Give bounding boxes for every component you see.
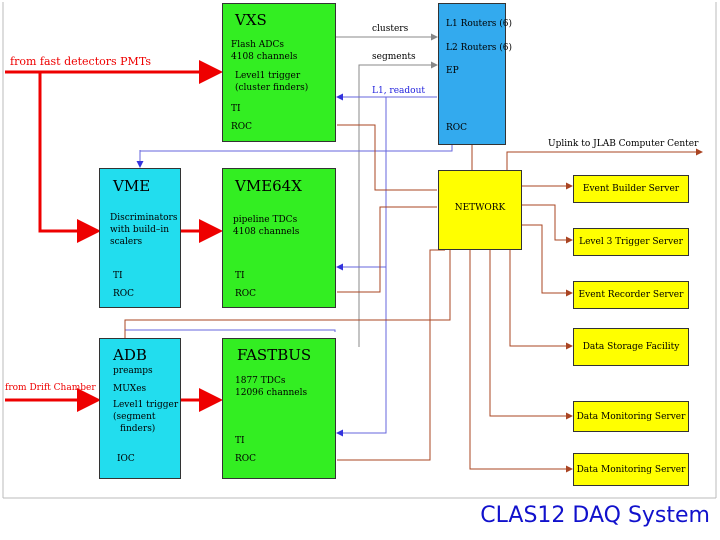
vme-ti: TI <box>113 271 123 281</box>
segments-label: segments <box>372 52 416 62</box>
drift-input-label: from Drift Chamber <box>5 383 96 393</box>
l1-routers: L1 Routers (6) <box>446 19 513 29</box>
pmt-input-label: from fast detectors PMTs <box>10 55 152 68</box>
vme-title: VME <box>113 177 151 195</box>
trigger-data-wires <box>335 33 438 347</box>
server-label: Level 3 Trigger Server <box>579 237 683 247</box>
fastbus-line-2: 12096 channels <box>235 388 308 398</box>
server-label: Data Monitoring Server <box>576 411 686 422</box>
vme64x-crate: VME64X pipeline TDCs 4108 channels TI RO… <box>222 168 336 308</box>
event-processor: EP <box>446 66 459 76</box>
diagram-title: CLAS12 DAQ System <box>480 503 710 528</box>
vxs-line-2: 4108 channels <box>231 52 298 62</box>
adb-ioc: IOC <box>117 454 135 464</box>
network-wires <box>124 124 703 473</box>
vme64x-line-1: pipeline TDCs <box>233 215 298 225</box>
fastbus-ti: TI <box>235 436 245 446</box>
vme-crate: VME Discriminators with build–in scalers… <box>99 168 181 308</box>
vme64x-line-2: 4108 channels <box>233 227 300 237</box>
level3-trigger-server: Level 3 Trigger Server <box>573 228 689 256</box>
event-builder-server: Event Builder Server <box>573 175 689 203</box>
vme64x-roc: ROC <box>235 289 257 299</box>
vme-roc: ROC <box>113 289 135 299</box>
vme64x-title: VME64X <box>235 177 302 195</box>
server-label: Event Recorder Server <box>578 290 684 300</box>
adb-line-5: finders) <box>120 424 156 434</box>
data-monitoring-server-2: Data Monitoring Server <box>573 453 689 486</box>
network-box: NETWORK <box>438 170 522 250</box>
vme-line-1: Discriminators <box>110 213 178 223</box>
data-monitoring-server-1: Data Monitoring Server <box>573 401 689 432</box>
vxs-line-3: Level1 trigger <box>235 71 301 81</box>
vxs-roc: ROC <box>231 122 253 132</box>
vme-line-3: scalers <box>110 237 143 247</box>
diagram-frame <box>2 2 717 499</box>
data-storage-facility: Data Storage Facility <box>573 328 689 366</box>
adb-line-1: preamps <box>113 366 153 376</box>
event-recorder-server: Event Recorder Server <box>573 281 689 309</box>
fastbus-crate: FASTBUS 1877 TDCs 12096 channels TI ROC <box>222 338 336 479</box>
clusters-label: clusters <box>372 24 409 34</box>
vxs-title: VXS <box>235 11 267 29</box>
l2-routers: L2 Routers (6) <box>446 43 513 53</box>
network-label: NETWORK <box>454 203 506 213</box>
uplink-label: Uplink to JLAB Computer Center <box>548 139 699 149</box>
adb-line-3: Level1 trigger <box>113 400 179 410</box>
fastbus-roc: ROC <box>235 454 257 464</box>
fastbus-line-1: 1877 TDCs <box>235 376 286 386</box>
adb-line-4: (segment <box>113 412 156 422</box>
vme-line-2: with build–in <box>110 225 170 235</box>
fastbus-title: FASTBUS <box>237 346 312 364</box>
vxs-crate: VXS Flash ADCs 4108 channels Level1 trig… <box>222 3 336 142</box>
server-label: Data Monitoring Server <box>576 464 686 475</box>
adb-line-2: MUXes <box>113 384 147 394</box>
routers-roc: ROC <box>446 123 468 133</box>
server-label: Event Builder Server <box>582 184 680 194</box>
adb-title: ADB <box>113 346 147 364</box>
server-label: Data Storage Facility <box>582 342 680 352</box>
routers-crate: L1 Routers (6) L2 Routers (6) EP ROC <box>438 3 512 145</box>
vxs-line-1: Flash ADCs <box>231 40 284 50</box>
vme64x-ti: TI <box>235 271 245 281</box>
vxs-ti: TI <box>231 104 241 114</box>
l1-readout-label: L1, readout <box>372 86 426 96</box>
pmt-input-wire <box>5 60 223 243</box>
vxs-line-4: (cluster finders) <box>235 83 309 93</box>
adb-crate: ADB preamps MUXes Level1 trigger (segmen… <box>99 338 181 479</box>
